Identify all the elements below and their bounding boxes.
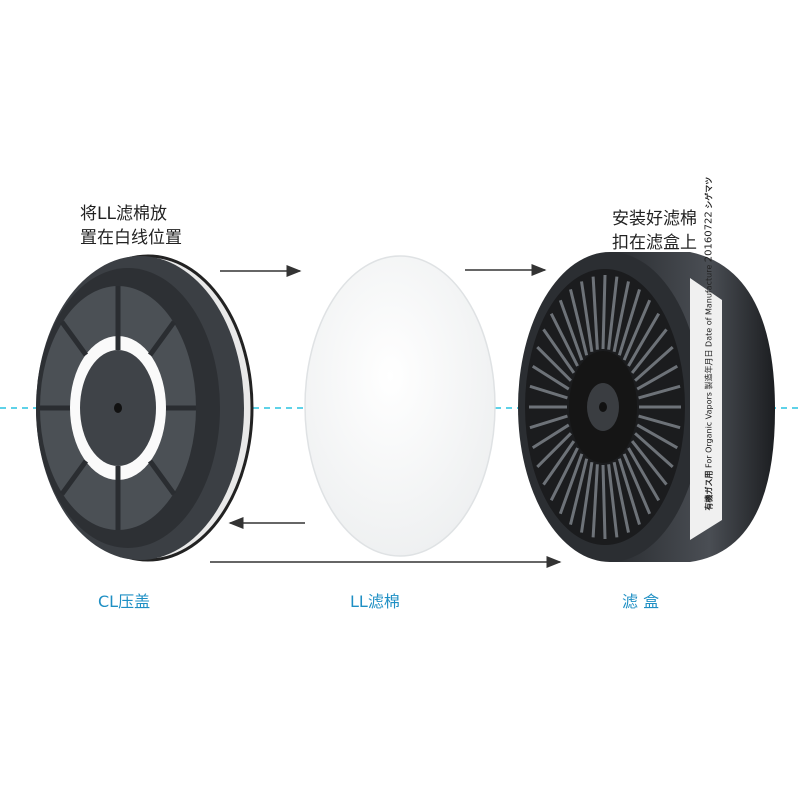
label-date-title-en: Date of Manufacture	[704, 264, 714, 347]
label-type-en: For Organic Vapors	[704, 392, 714, 468]
cartridge-fin	[531, 423, 570, 450]
caption-pad: LL滤棉	[350, 592, 400, 611]
cartridge-fin	[622, 299, 652, 361]
cover-image	[36, 254, 254, 562]
caption-cover: CL压盖	[98, 592, 151, 611]
cartridge-fin	[591, 464, 599, 538]
cartridge-fin	[634, 345, 674, 382]
cartridge-fin	[627, 447, 661, 502]
cartridge-fin	[630, 328, 668, 374]
cartridge-fin	[636, 423, 679, 450]
cartridge-fin	[607, 464, 619, 538]
cartridge-fin	[636, 364, 679, 391]
cartridge-fin	[536, 346, 572, 382]
cartridge-fin	[558, 453, 584, 515]
cartridge-fin	[542, 440, 576, 486]
cartridge-fin	[542, 328, 576, 374]
cartridge-fin	[580, 281, 594, 353]
cartridge-fin	[634, 432, 674, 469]
cartridge-fin	[531, 364, 570, 391]
cartridge-fin	[612, 461, 630, 533]
cartridge-fin	[529, 384, 568, 400]
cartridge-fin	[617, 288, 641, 356]
caption-cartridge: 滤 盒	[622, 592, 660, 611]
brand-logo: シゲマツ	[704, 176, 714, 209]
label-date-title: 製造年月日	[704, 349, 714, 390]
cartridge-fin	[601, 274, 607, 350]
cartridge-fin	[549, 447, 579, 502]
cartridge-fin	[607, 276, 619, 350]
cartridge-fin	[529, 414, 568, 430]
cartridge-fin	[569, 458, 589, 525]
cartridge-fin	[558, 299, 584, 361]
cartridge-fin	[622, 453, 652, 515]
cartridge-fin	[601, 464, 607, 540]
right-instruction: 安装好滤棉 扣在滤盒上	[612, 209, 697, 253]
label-type: 有機ガス用	[704, 470, 714, 511]
cartridge-fin	[549, 312, 579, 367]
cartridge-fin	[630, 440, 668, 486]
label-date: 20160722	[703, 211, 715, 263]
cartridge-image	[518, 252, 775, 562]
cartridge-fin	[638, 414, 681, 430]
pad-image	[304, 255, 496, 557]
cartridge-fin	[536, 432, 572, 468]
cartridge-fin	[580, 461, 594, 533]
cartridge-fin	[612, 281, 630, 353]
cartridge-fin	[638, 384, 681, 400]
left-instruction: 将LL滤棉放 置在白线位置	[80, 204, 182, 248]
cartridge-fin	[627, 312, 661, 367]
cartridge-fin	[617, 458, 641, 526]
cartridge-fin	[569, 289, 589, 356]
cartridge-fin	[591, 276, 599, 350]
